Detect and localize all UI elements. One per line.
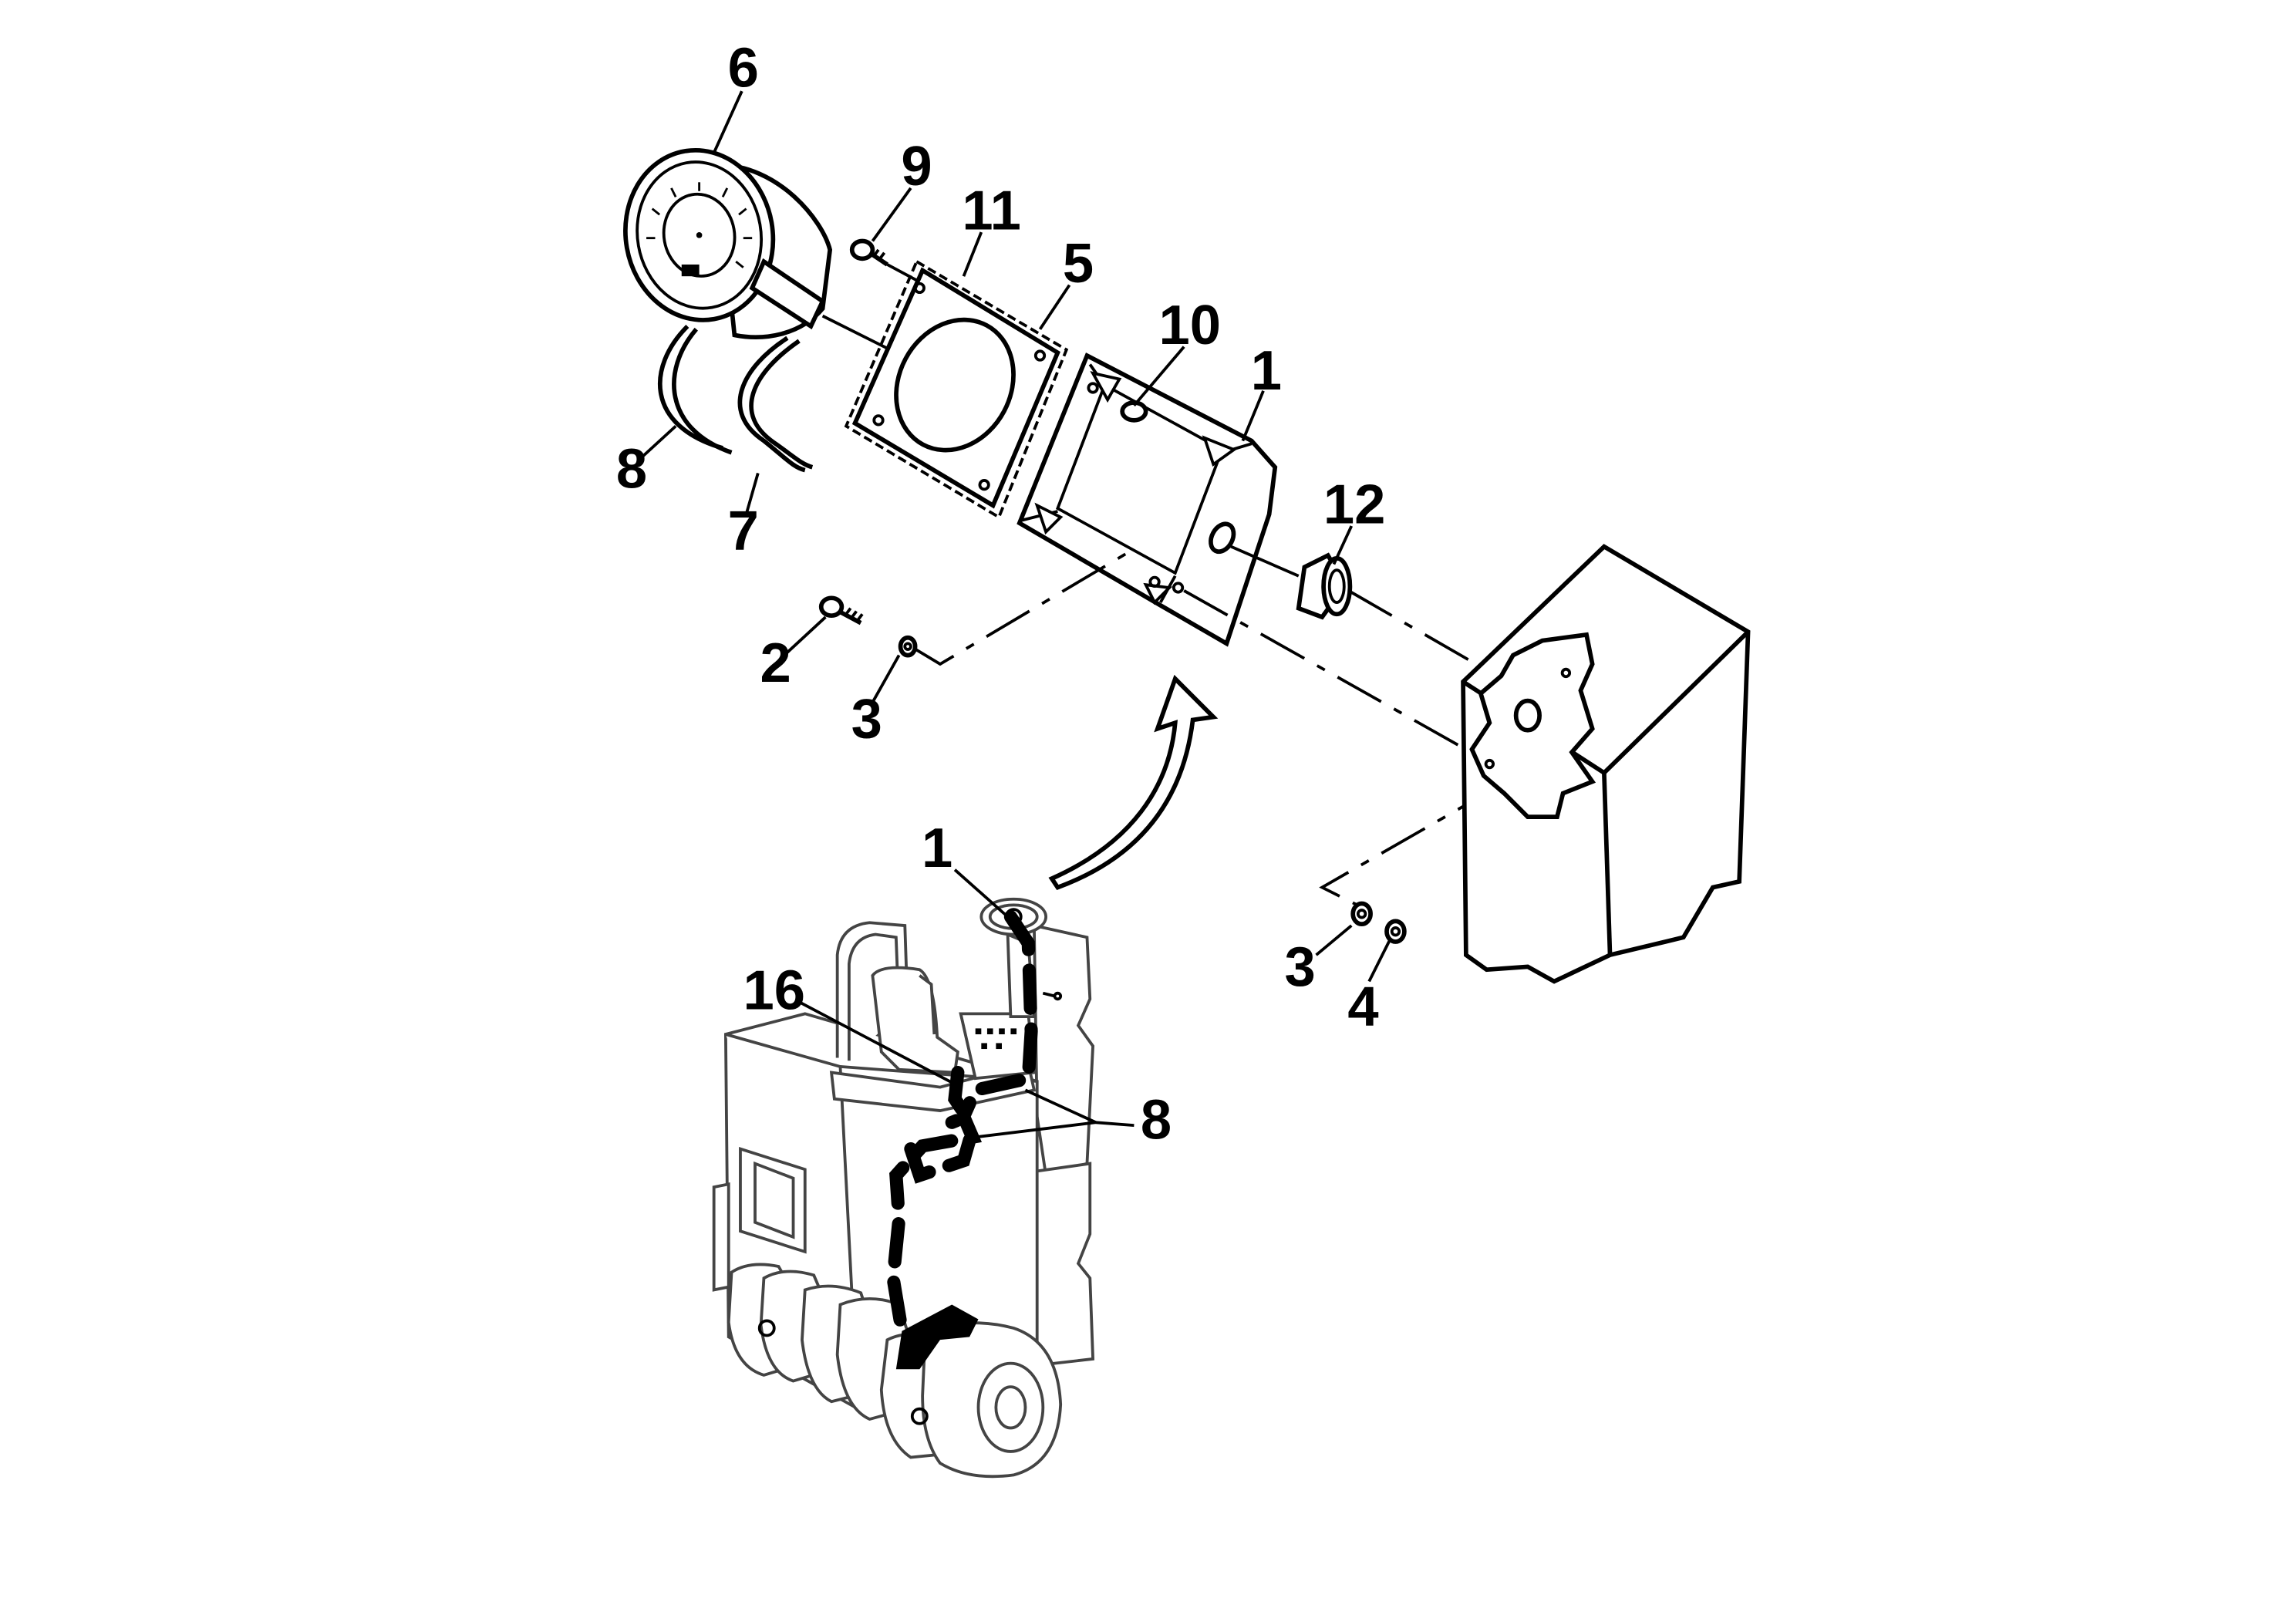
- bracket-1-hole: [1209, 521, 1236, 555]
- wiring-harness-8: [886, 910, 1038, 1338]
- callout-2: 2: [760, 632, 791, 694]
- gauge-tick-marks: [646, 182, 753, 268]
- rear-tires: [879, 1321, 1063, 1479]
- callout-4: 4: [1347, 976, 1378, 1038]
- console-hole: [1513, 698, 1542, 733]
- bracket-1: [1017, 352, 1278, 647]
- gauge-face: [636, 160, 764, 310]
- callout-16: 16: [743, 959, 806, 1022]
- callout-8-wire: 8: [616, 438, 647, 501]
- speed-sensor: [895, 1304, 979, 1370]
- operator-platform: [829, 1061, 1037, 1112]
- callout-9: 9: [901, 135, 932, 197]
- callout-7: 7: [728, 500, 759, 562]
- console-housing: [1461, 544, 1751, 984]
- detail-arrow: [1048, 674, 1219, 891]
- nut-4: [1384, 919, 1407, 944]
- grommet-12: [1296, 552, 1353, 620]
- wiring-harness-loop: [904, 1133, 976, 1184]
- gauge-dial: [662, 192, 737, 278]
- center-line-grommet: [1230, 545, 1300, 578]
- callout-1-steering: 1: [922, 817, 952, 879]
- fastener-line-right: [1183, 589, 1488, 763]
- callout-labels: 6 9 11 5 10 1 12 8 7 2 3 1 16 8 3 4: [616, 37, 1385, 1152]
- callout-11: 11: [962, 179, 1021, 241]
- washer-3-right: [1350, 901, 1373, 927]
- plate-5-opening: [894, 317, 1016, 453]
- callout-5: 5: [1063, 232, 1094, 295]
- callout-3-left: 3: [851, 687, 882, 750]
- gauge-assembly: [623, 147, 833, 473]
- callout-1-bracket: 1: [1251, 339, 1282, 402]
- callout-8-harness: 8: [1141, 1088, 1172, 1151]
- wire-8-outline: [672, 327, 733, 455]
- console-cutout-plate: [1469, 632, 1596, 819]
- gauge-needle-pivot: [696, 232, 703, 238]
- console-switches: [975, 1028, 1017, 1050]
- leader-lines: [639, 90, 1391, 1139]
- gauge-clamp: [749, 258, 826, 330]
- nut-10: [1120, 400, 1148, 423]
- mounting-plate-5: [851, 267, 1060, 509]
- screw-2: [818, 595, 864, 626]
- callout-10: 10: [1159, 294, 1222, 356]
- callout-6: 6: [728, 37, 759, 99]
- machine-rear-column: [1032, 923, 1095, 1178]
- gauge-label-mark: [681, 264, 700, 277]
- fastener-line-lower: [1319, 783, 1502, 912]
- wire-7: [737, 336, 806, 473]
- callout-3-right: 3: [1285, 936, 1316, 998]
- operator-seat: [871, 966, 959, 1074]
- washer-3-left: [898, 635, 918, 658]
- fastener-line-left: [909, 551, 1129, 666]
- callout-12: 12: [1323, 473, 1386, 535]
- screw-9: [849, 238, 929, 288]
- wire-8: [657, 324, 723, 450]
- wire-7-outline: [749, 339, 814, 470]
